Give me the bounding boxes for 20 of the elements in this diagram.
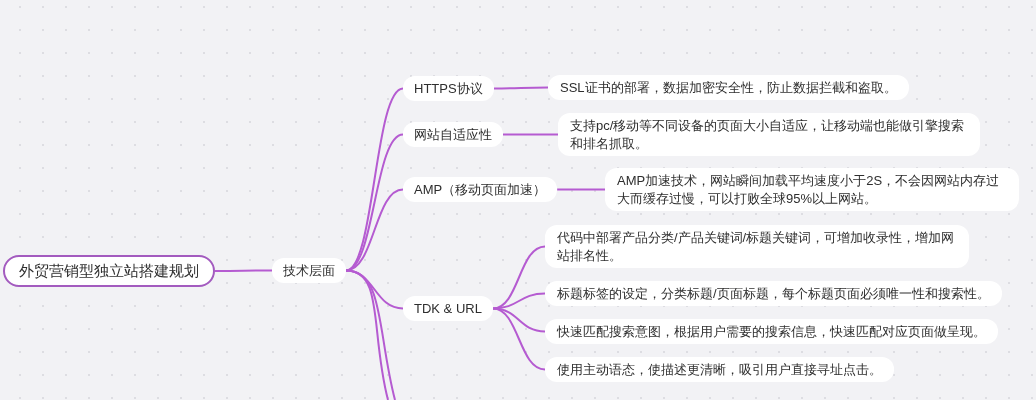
note-card: AMP加速技术，网站瞬间加载平均速度小于2S，不会因网站内存过大而缓存过慢，可以打败全球95%以上网站。 <box>605 168 1019 211</box>
note-card: 支持pc/移动等不同设备的页面大小自适应，让移动端也能做引擎搜索和排名抓取。 <box>558 113 980 156</box>
branch-topic-pill: 技术层面 <box>272 258 346 283</box>
note-card: 使用主动语态，使描述更清晰，吸引用户直接寻址点击。 <box>545 357 894 382</box>
branch-line <box>492 86 549 90</box>
topic-pill: HTTPS协议 <box>403 76 494 101</box>
topic-pill: AMP（移动页面加速） <box>403 177 558 202</box>
note-card: 标题标签的设定，分类标题/页面标题，每个标题页面必须唯一性和搜索性。 <box>545 281 1002 306</box>
note-card: 快速匹配搜索意图，根据用户需要的搜索信息，快速匹配对应页面做呈现。 <box>545 319 998 344</box>
branch-line <box>556 188 606 191</box>
branch-line <box>491 292 546 310</box>
topic-pill: TDK & URL <box>403 296 493 321</box>
central-topic-box: 外贸营销型独立站搭建规划 <box>3 255 215 287</box>
branch-line <box>214 269 273 272</box>
topic-pill: 网站自适应性 <box>403 122 503 147</box>
branch-line <box>491 307 546 371</box>
note-card: SSL证书的部署，数据加密安全性，防止数据拦截和盗取。 <box>548 75 909 100</box>
branch-line <box>502 133 559 136</box>
branch-line <box>345 188 404 272</box>
note-card: 代码中部署产品分类/产品关键词/标题关键词，可增加收录性，增加网站排名性。 <box>545 225 969 268</box>
